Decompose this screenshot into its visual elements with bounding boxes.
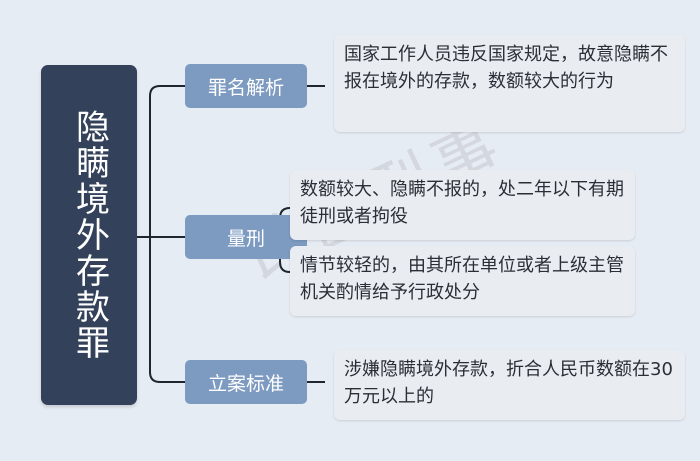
branch-filing-standard: 立案标准 xyxy=(185,360,307,404)
branch-label: 罪名解析 xyxy=(207,76,284,99)
trunk-line xyxy=(149,85,185,383)
leaf-filing-threshold: 涉嫌隐瞒境外存款，折合人民币数额在30万元以上的 xyxy=(334,350,685,420)
branch-crime-analysis: 罪名解析 xyxy=(185,64,307,108)
branch-sentencing: 量刑 xyxy=(185,215,307,259)
leaf-definition: 国家工作人员违反国家规定，故意隐瞒不报在境外的存款，数额较大的行为 xyxy=(334,35,685,132)
branch-label: 量刑 xyxy=(226,227,265,250)
root-node: 隐瞒境外存款罪 xyxy=(41,65,137,405)
leaf-sentence-main: 数额较大、隐瞒不报的，处二年以下有期徒刑或者拘役 xyxy=(290,170,635,240)
leaf-sentence-minor: 情节较轻的，由其所在单位或者上级主管机关酌情给予行政处分 xyxy=(290,246,635,316)
branch-label: 立案标准 xyxy=(207,372,284,395)
root-title: 隐瞒境外存款罪 xyxy=(69,109,110,361)
